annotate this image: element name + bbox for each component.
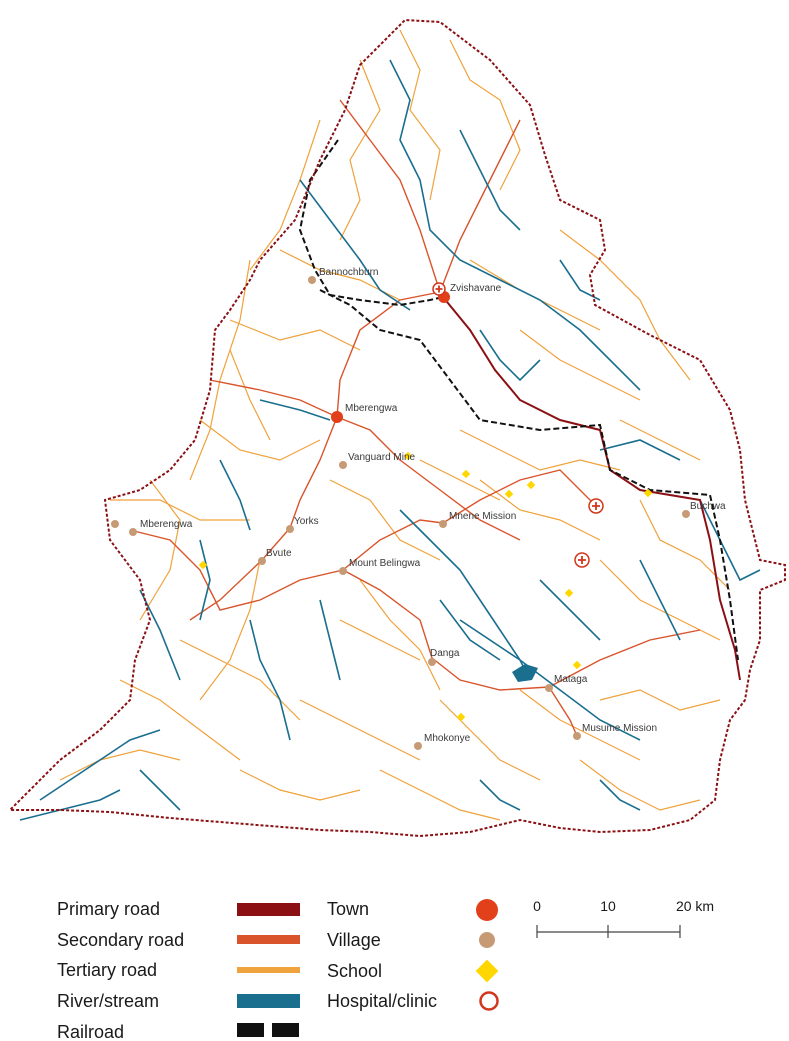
legend-railroad-swatch-a [237,1023,264,1037]
label-vanguard-mine: Vanguard Mine [348,452,416,463]
scale-tick-10: 10 [600,898,616,914]
legend-school-label: School [327,961,382,981]
village-marker [111,520,119,528]
label-bannochburn: Bannochburn [319,267,379,278]
village-marker [414,742,422,750]
legend-hospital-label: Hospital/clinic [327,991,437,1011]
label-mhokonye: Mhokonye [424,733,471,744]
village-marker [286,525,294,533]
hospitals [432,282,604,568]
hospital-marker [588,498,604,514]
legend-primary-road-label: Primary road [57,899,160,919]
legend-village-label: Village [327,930,381,950]
legend-town-symbol [476,899,498,921]
school-marker [526,480,536,490]
legend-village-symbol [479,932,495,948]
town-marker-mberengwa [331,411,343,423]
label-buchwa: Buchwa [690,501,726,512]
label-mnene-mission: Mnene Mission [449,511,516,522]
legend-primary-road-swatch [237,903,300,916]
school-marker [564,588,574,598]
legend-river-swatch [237,994,300,1008]
village-marker [258,557,266,565]
label-bvute: Bvute [266,548,292,559]
legend-railroad-swatch-b [272,1023,299,1037]
legend-railroad-label: Railroad [57,1022,124,1041]
village-marker [339,461,347,469]
legend: Primary road Secondary road Tertiary roa… [57,899,499,1041]
villages [111,276,690,750]
school-marker [504,489,514,499]
label-zvishavane: Zvishavane [450,283,502,294]
label-danga: Danga [430,648,460,659]
secondary-roads [129,99,701,737]
scale-bar: 0 10 20 km [533,898,714,938]
rivers [19,59,761,821]
village-marker [573,732,581,740]
label-mberengwa-town: Mberengwa [345,403,398,414]
village-marker [129,528,137,536]
schools [198,451,653,722]
village-marker [428,658,436,666]
legend-tertiary-road-label: Tertiary road [57,960,157,980]
legend-secondary-road-swatch [237,935,300,944]
village-marker [339,567,347,575]
school-marker [461,469,471,479]
legend-school-symbol [475,959,499,983]
tertiary-roads [59,29,731,821]
label-mberengwa-west: Mberengwa [140,519,193,530]
village-marker [682,510,690,518]
railroad [298,139,739,661]
dam-waterbody [512,664,538,682]
school-marker [572,660,582,670]
village-marker [545,684,553,692]
legend-tertiary-road-swatch [237,967,300,973]
village-marker [308,276,316,284]
scale-tick-0: 0 [533,898,541,914]
primary-roads [442,296,741,681]
label-mataga: Mataga [554,674,588,685]
school-marker [643,488,653,498]
legend-town-label: Town [327,899,369,919]
label-musume-mission: Musume Mission [582,723,657,734]
district-boundary [7,18,786,838]
hospital-marker [574,552,590,568]
label-yorks: Yorks [294,516,319,527]
school-marker [403,451,413,461]
legend-hospital-symbol [479,991,499,1011]
scale-tick-20: 20 km [676,898,714,914]
legend-secondary-road-label: Secondary road [57,930,184,950]
school-marker [456,712,466,722]
label-mount-belingwa: Mount Belingwa [349,558,421,569]
hospital-marker [432,282,446,296]
place-labels: Bannochburn Zvishavane Mberengwa Vanguar… [140,267,726,744]
legend-river-label: River/stream [57,991,159,1011]
village-marker [439,520,447,528]
